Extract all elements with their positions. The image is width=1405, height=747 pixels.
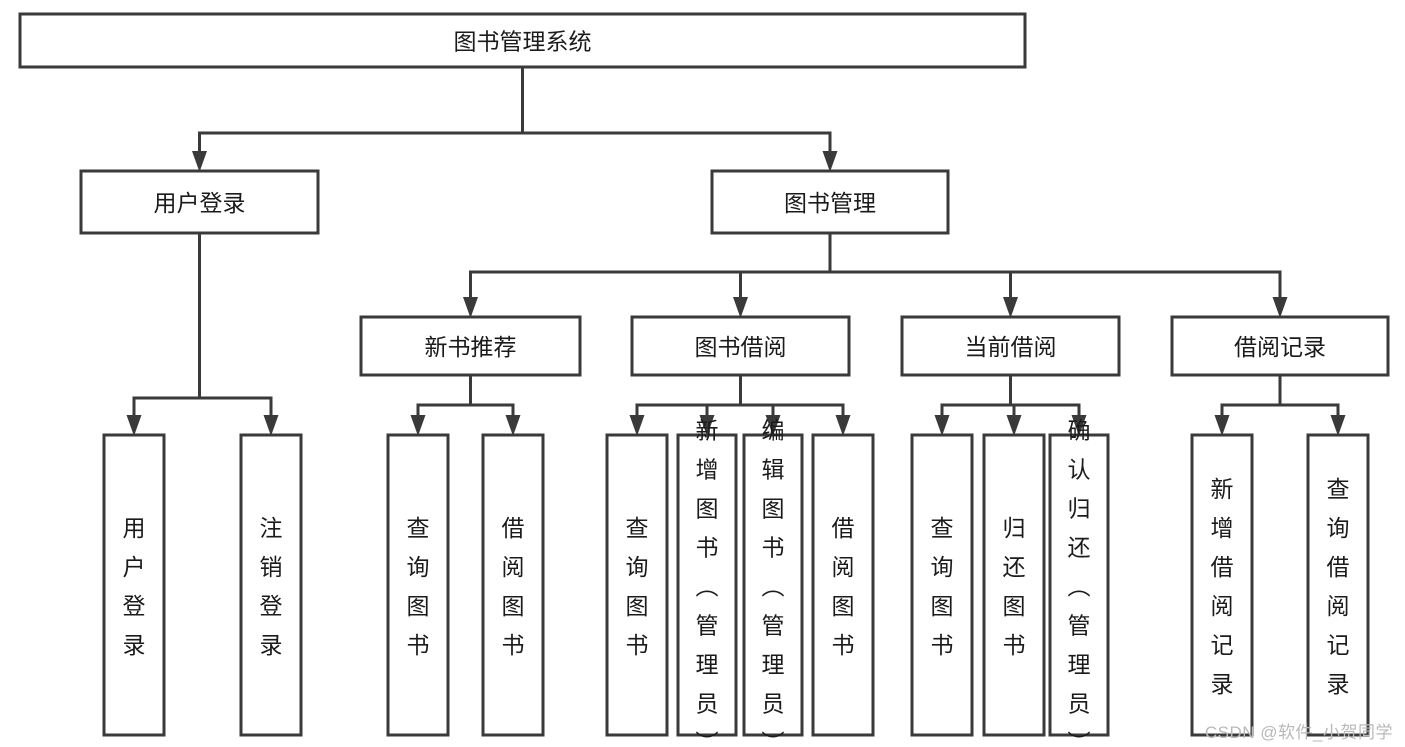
edge-layer bbox=[126, 65, 1346, 436]
node-l3_0[interactable]: 新书推荐 bbox=[359, 315, 582, 377]
node-label: 编辑图书︵管理员︶ bbox=[762, 417, 785, 747]
node-label: 图书管理 bbox=[784, 190, 876, 216]
node-label: 图书管理系统 bbox=[454, 29, 592, 55]
node-leaf_6[interactable]: 编辑图书︵管理员︶ bbox=[742, 417, 804, 747]
arrowhead-icon bbox=[629, 415, 645, 436]
node-leaf_8[interactable]: 查询图书 bbox=[910, 433, 974, 737]
node-leaf_2[interactable]: 查询图书 bbox=[386, 433, 450, 737]
node-box[interactable] bbox=[676, 433, 738, 737]
node-leaf_0[interactable]: 用户登录 bbox=[102, 433, 166, 737]
node-box[interactable] bbox=[386, 433, 450, 737]
node-box[interactable] bbox=[359, 315, 582, 377]
node-leaf_10[interactable]: 确认归还︵管理员︶ bbox=[1048, 417, 1110, 747]
node-box[interactable] bbox=[605, 433, 669, 737]
edge-group-l3_2 bbox=[934, 373, 1087, 436]
node-leaf_1[interactable]: 注销登录 bbox=[239, 433, 303, 737]
node-label: 新增借阅记录 bbox=[1211, 476, 1234, 697]
node-root[interactable]: 图书管理系统 bbox=[18, 12, 1027, 69]
arrowhead-icon bbox=[822, 151, 838, 172]
node-box[interactable] bbox=[239, 433, 303, 737]
node-l3_1[interactable]: 图书借阅 bbox=[630, 315, 851, 377]
arrowhead-icon bbox=[733, 297, 748, 318]
node-leaf_9[interactable]: 归还图书 bbox=[982, 433, 1046, 737]
node-box[interactable] bbox=[1170, 315, 1390, 377]
node-box[interactable] bbox=[1306, 433, 1370, 737]
node-box[interactable] bbox=[18, 12, 1027, 69]
arrowhead-icon bbox=[1330, 415, 1346, 436]
node-l2_1[interactable]: 图书管理 bbox=[710, 169, 950, 235]
node-leaf_7[interactable]: 借阅图书 bbox=[811, 433, 875, 737]
node-label: 借阅图书 bbox=[832, 515, 855, 658]
node-label: 当前借阅 bbox=[965, 334, 1057, 360]
node-label: 查询借阅记录 bbox=[1327, 476, 1350, 697]
arrowhead-icon bbox=[126, 415, 142, 436]
node-box[interactable] bbox=[1048, 433, 1110, 737]
node-box[interactable] bbox=[742, 433, 804, 737]
node-box[interactable] bbox=[79, 169, 320, 235]
edge-group-l3_1 bbox=[629, 373, 851, 436]
node-label: 查询图书 bbox=[931, 515, 954, 658]
node-box[interactable] bbox=[630, 315, 851, 377]
node-label: 新书推荐 bbox=[425, 334, 517, 360]
arrowhead-icon bbox=[1214, 415, 1230, 436]
node-label: 图书借阅 bbox=[695, 334, 787, 360]
node-label: 新增图书︵管理员︶ bbox=[696, 417, 719, 747]
node-label: 归还图书 bbox=[1003, 515, 1026, 658]
arrowhead-icon bbox=[1272, 297, 1288, 318]
node-leaf_4[interactable]: 查询图书 bbox=[605, 433, 669, 737]
node-label: 借阅图书 bbox=[502, 515, 525, 658]
arrowhead-icon bbox=[1003, 297, 1018, 318]
arrowhead-icon bbox=[699, 415, 715, 436]
node-box[interactable] bbox=[811, 433, 875, 737]
arrowhead-icon bbox=[463, 297, 478, 318]
node-label: 借阅记录 bbox=[1234, 334, 1326, 360]
node-leaf_12[interactable]: 查询借阅记录 bbox=[1306, 433, 1370, 737]
arrowhead-icon bbox=[1071, 415, 1087, 436]
arrowhead-icon bbox=[410, 415, 426, 436]
edge-group-root bbox=[192, 65, 838, 172]
node-layer: 图书管理系统用户登录图书管理新书推荐图书借阅当前借阅借阅记录用户登录注销登录查询… bbox=[18, 12, 1390, 747]
node-box[interactable] bbox=[982, 433, 1046, 737]
node-label: 确认归还︵管理员︶ bbox=[1068, 417, 1091, 747]
arrowhead-icon bbox=[192, 151, 207, 172]
node-label: 注销登录 bbox=[260, 515, 283, 658]
node-leaf_11[interactable]: 新增借阅记录 bbox=[1190, 433, 1254, 737]
node-label: 查询图书 bbox=[407, 515, 430, 658]
node-box[interactable] bbox=[900, 315, 1121, 377]
node-leaf_3[interactable]: 借阅图书 bbox=[481, 433, 545, 737]
node-label: 查询图书 bbox=[626, 515, 649, 658]
node-l3_2[interactable]: 当前借阅 bbox=[900, 315, 1121, 377]
arrowhead-icon bbox=[934, 415, 950, 436]
node-label: 用户登录 bbox=[154, 190, 246, 216]
edge-group-l2_0 bbox=[126, 231, 279, 436]
arrowhead-icon bbox=[505, 415, 521, 436]
node-leaf_5[interactable]: 新增图书︵管理员︶ bbox=[676, 417, 738, 747]
arrowhead-icon bbox=[263, 415, 279, 436]
node-box[interactable] bbox=[1190, 433, 1254, 737]
arrowhead-icon bbox=[765, 415, 781, 436]
node-label: 用户登录 bbox=[123, 515, 146, 658]
arrowhead-icon bbox=[1006, 415, 1022, 436]
edge-group-l3_0 bbox=[410, 373, 521, 436]
arrowhead-icon bbox=[835, 415, 851, 436]
node-l2_0[interactable]: 用户登录 bbox=[79, 169, 320, 235]
node-box[interactable] bbox=[710, 169, 950, 235]
node-box[interactable] bbox=[910, 433, 974, 737]
node-box[interactable] bbox=[102, 433, 166, 737]
edge-group-l2_1 bbox=[463, 231, 1288, 318]
node-l3_3[interactable]: 借阅记录 bbox=[1170, 315, 1390, 377]
edge-group-l3_3 bbox=[1214, 373, 1346, 436]
node-box[interactable] bbox=[481, 433, 545, 737]
